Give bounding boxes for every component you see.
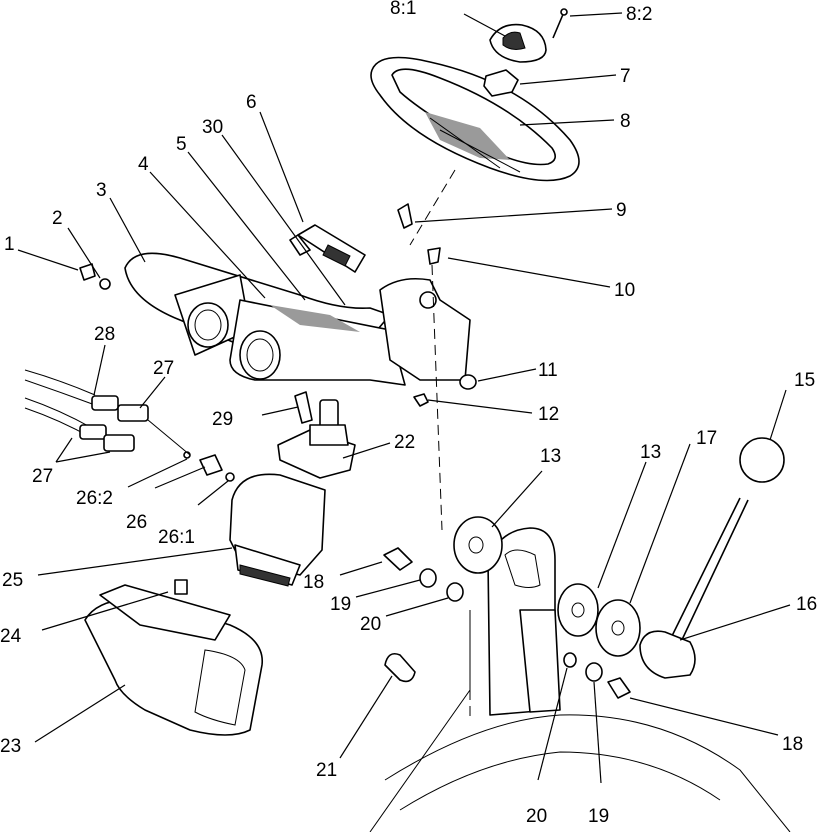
bolt-1	[79, 263, 96, 281]
knob-15	[739, 437, 785, 483]
bolt-9	[397, 203, 413, 229]
spacer-13b	[557, 583, 599, 637]
callout-26: 26	[126, 512, 147, 533]
callout-24: 24	[0, 626, 22, 647]
callout-18a: 18	[303, 572, 324, 593]
callout-2: 2	[52, 208, 63, 229]
spacer-17	[595, 599, 641, 657]
callout-22: 22	[394, 432, 415, 453]
steering-tower	[124, 252, 471, 386]
lever-16	[639, 497, 749, 679]
callout-25: 25	[2, 570, 23, 591]
steering-valve	[277, 399, 356, 479]
callout-8: 8	[620, 111, 631, 132]
callout-15: 15	[794, 370, 815, 391]
callout-18b: 18	[782, 734, 803, 755]
bolt-18b	[607, 677, 631, 699]
bolt-18a	[383, 547, 413, 571]
callout-13b: 13	[640, 442, 661, 463]
callout-8-1: 8:1	[390, 0, 416, 19]
callout-21: 21	[316, 760, 337, 781]
fitting-26	[183, 451, 235, 482]
callout-20b: 20	[526, 806, 547, 827]
callout-28: 28	[94, 324, 115, 345]
callout-16: 16	[796, 594, 817, 615]
bushing-21	[384, 652, 416, 683]
callout-27a: 27	[32, 466, 53, 487]
callout-17: 17	[696, 428, 717, 449]
callout-4: 4	[138, 154, 149, 175]
nut-12	[413, 393, 429, 407]
callout-7: 7	[620, 66, 631, 87]
callout-26-1: 26:1	[158, 527, 195, 548]
callout-27b: 27	[153, 358, 174, 379]
callout-11: 11	[538, 360, 558, 381]
bushing-20b	[563, 652, 577, 668]
spacer-13a	[453, 516, 503, 574]
callout-1: 1	[4, 234, 15, 255]
wheel-cap	[489, 23, 547, 63]
cap-screw	[552, 8, 568, 39]
bushing-20a	[446, 582, 464, 602]
pivot-bolt	[289, 224, 366, 273]
hydraulic-hoses	[24, 369, 191, 456]
washer-19b	[585, 662, 603, 682]
callout-26-2: 26:2	[76, 488, 113, 509]
callout-13a: 13	[540, 446, 561, 467]
washer-19a	[419, 568, 437, 588]
callout-12: 12	[538, 404, 559, 425]
bracket-24	[99, 579, 231, 641]
callout-19a: 19	[330, 594, 351, 615]
callout-8-2: 8:2	[626, 4, 652, 25]
wheel-nut	[483, 69, 519, 97]
callout-20a: 20	[360, 614, 381, 635]
washer-11	[459, 374, 477, 390]
callout-5: 5	[176, 134, 187, 155]
callout-30: 30	[202, 117, 223, 138]
callout-19b: 19	[588, 806, 609, 827]
bolt-29	[294, 391, 313, 424]
callout-10: 10	[614, 280, 635, 301]
bolt-10	[427, 247, 441, 265]
steering-wheel	[370, 56, 580, 182]
leader-lines	[17, 12, 791, 784]
chassis-frame	[369, 527, 791, 832]
washer-2	[99, 278, 111, 290]
callout-23: 23	[0, 736, 21, 757]
callout-3: 3	[96, 180, 107, 201]
hydraulic-motor	[229, 473, 326, 587]
callout-9: 9	[616, 200, 627, 221]
callout-29: 29	[212, 409, 233, 430]
callout-6: 6	[246, 92, 257, 113]
